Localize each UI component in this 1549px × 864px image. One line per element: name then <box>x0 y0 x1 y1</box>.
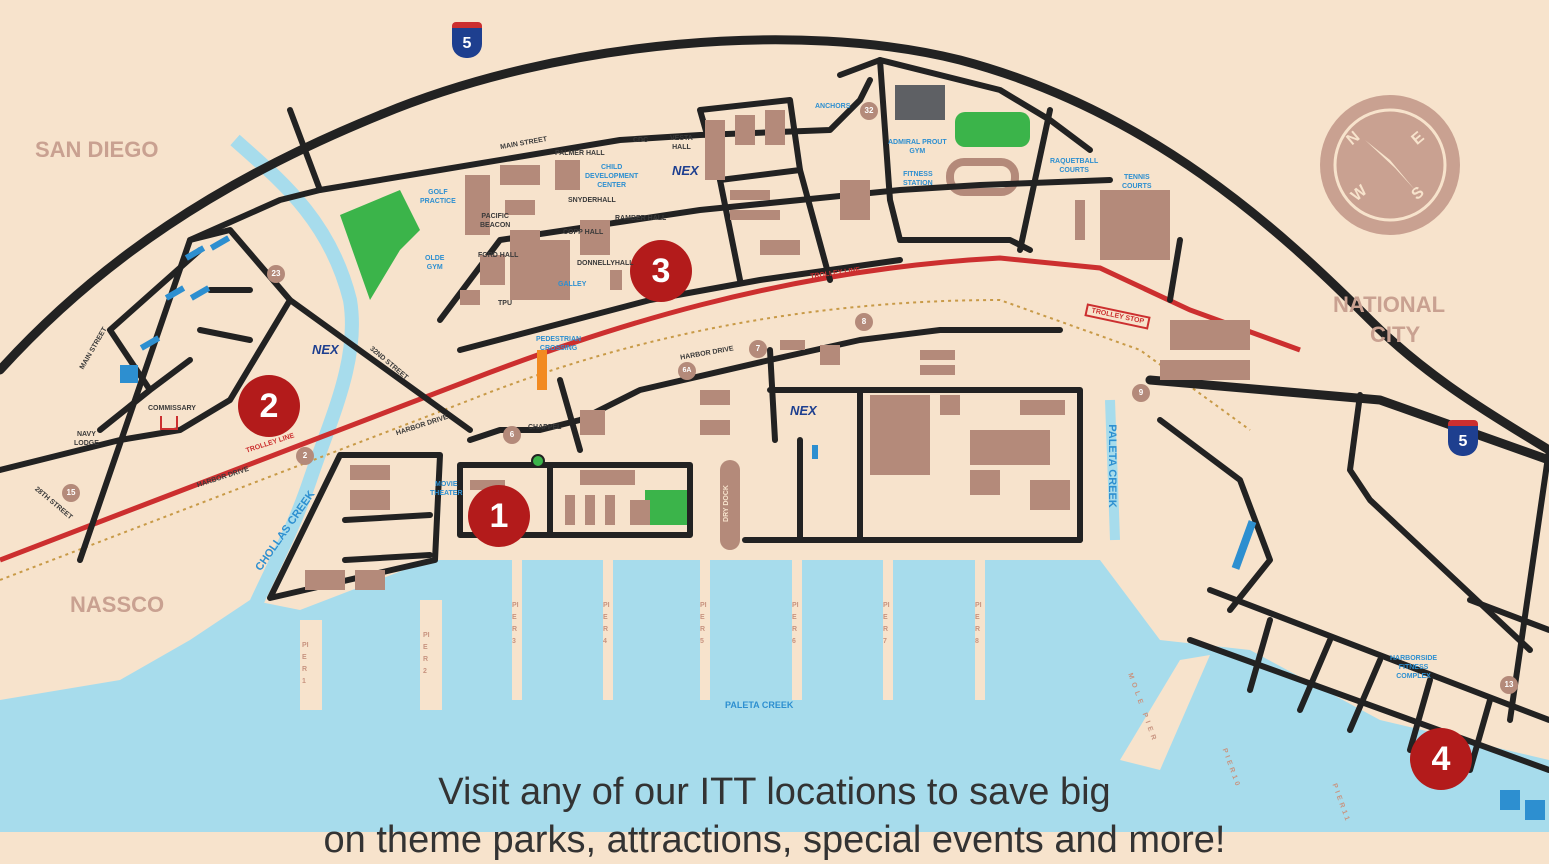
pier-label-1: PIER1 <box>302 642 309 685</box>
blue-structures <box>120 235 1545 820</box>
pier-6-shape <box>792 560 802 700</box>
route-shield-6a: 6A <box>678 362 696 380</box>
pier-3-shape <box>512 560 522 700</box>
pier-label-7: PIER7 <box>883 602 890 645</box>
label-ramber: RAMBER HALL <box>615 215 667 222</box>
route-shield-15: 15 <box>62 484 80 502</box>
pier-4-shape <box>603 560 613 700</box>
label-galley: GALLEY <box>558 281 587 288</box>
pier-1-shape <box>300 620 322 710</box>
pier-label-5: PIER5 <box>700 602 707 645</box>
mole-pier-shape <box>1120 655 1210 770</box>
area-label-city: CITY <box>1370 322 1421 347</box>
pier-2-shape <box>420 600 442 710</box>
interstate-5-shield-north: 5 <box>452 22 482 58</box>
caption-line-1: Visit any of our ITT locations to save b… <box>438 771 1111 813</box>
pier-7-shape <box>883 560 893 700</box>
area-label-nassco: NASSCO <box>70 592 165 617</box>
route-shield-23: 23 <box>267 265 285 283</box>
label-copp: COPP HALL <box>563 229 604 236</box>
label-ford: FORD HALL <box>478 252 519 259</box>
pedestrian-crossing-bar <box>537 350 547 390</box>
route-shield-7: 7 <box>749 340 767 358</box>
label-tpu: TPU <box>498 300 512 307</box>
trolley-line <box>0 255 1301 563</box>
route-shield-13: 13 <box>1500 676 1518 694</box>
commissary-cart-icon <box>160 416 178 430</box>
route-shield-2: 2 <box>296 447 314 465</box>
nex-logo-2: NEX <box>312 342 339 357</box>
label-dry-dock: DRY DOCK <box>722 485 730 522</box>
label-paleta-creek: PALETA CREEK <box>725 700 794 710</box>
ballfield <box>955 112 1030 147</box>
road-network <box>0 35 1549 773</box>
label-chappel: CHAPPEL <box>528 424 562 431</box>
caption-line-2: on theme parks, attractions, special eve… <box>323 819 1226 861</box>
area-label-san-diego: SAN DIEGO <box>35 137 159 162</box>
buildings <box>305 85 1250 590</box>
itt-location-marker-2[interactable]: 2 <box>238 375 300 437</box>
pier-label-2: PIER2 <box>423 632 430 675</box>
base-map <box>0 35 1549 832</box>
label-anchors: ANCHORS <box>815 103 851 110</box>
compass <box>1320 95 1460 235</box>
route-shield-32: 32 <box>860 102 878 120</box>
track <box>946 158 1019 196</box>
pier-8-shape <box>975 560 985 700</box>
label-palmer: PALMER HALL <box>555 150 605 157</box>
pier-5-shape <box>700 560 710 700</box>
nex-logo-1: NEX <box>672 163 699 178</box>
itt-location-marker-3[interactable]: 3 <box>630 240 692 302</box>
label-paleta-creek-vertical: PALETA CREEK <box>1105 424 1118 508</box>
area-label-national: NATIONAL <box>1333 292 1446 317</box>
label-snyder: SNYDERHALL <box>568 197 616 204</box>
chappel-location-dot <box>531 454 545 468</box>
pier-label-3: PIER3 <box>512 602 519 645</box>
interstate-5-shield-east: 5 <box>1448 420 1478 456</box>
chollas-creek <box>230 134 359 643</box>
label-commissary: COMMISSARY <box>148 405 196 412</box>
route-shield-6: 6 <box>503 426 521 444</box>
route-shield-8: 8 <box>855 313 873 331</box>
itt-location-marker-4[interactable]: 4 <box>1410 728 1472 790</box>
pier-label-6: PIER6 <box>792 602 799 645</box>
itt-location-marker-1[interactable]: 1 <box>468 485 530 547</box>
label-cdc: CDC <box>633 137 649 144</box>
pier-label-4: PIER4 <box>603 602 610 645</box>
nex-logo-3: NEX <box>790 403 817 418</box>
pier-label-8: PIER8 <box>975 602 982 645</box>
label-donnelly: DONNELLYHALL <box>577 260 634 267</box>
caption: Visit any of our ITT locations to save b… <box>0 768 1549 864</box>
route-shield-9: 9 <box>1132 384 1150 402</box>
golf-area <box>340 190 420 300</box>
